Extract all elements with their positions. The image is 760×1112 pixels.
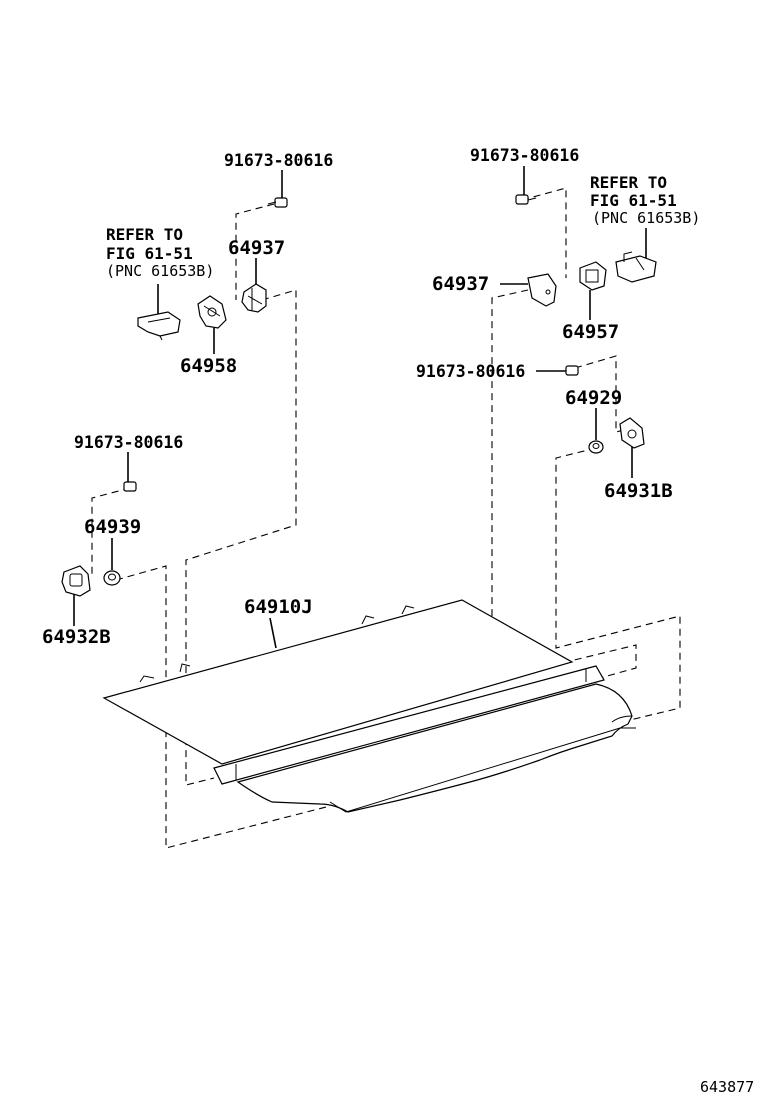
bracket-64937-left — [241, 283, 267, 313]
label-bolt-left: 91673-80616 — [74, 433, 183, 452]
label-64939: 64939 — [84, 516, 141, 538]
label-refer-left-1: REFER TO — [106, 225, 183, 244]
label-refer-left-3: (PNC 61653B) — [106, 262, 214, 280]
label-refer-left-2: FIG 61-51 — [106, 244, 193, 263]
label-bolt-mid-right: 91673-80616 — [416, 362, 525, 381]
label-64937-left: 64937 — [228, 237, 285, 259]
label-64958: 64958 — [180, 355, 237, 377]
label-64931b: 64931B — [604, 480, 673, 502]
label-64957: 64957 — [562, 321, 619, 343]
bolt-top-left — [267, 197, 288, 208]
label-64937-right: 64937 — [432, 273, 489, 295]
label-refer-right-2: FIG 61-51 — [590, 191, 677, 210]
leader-lines — [73, 166, 647, 649]
bezel-64957 — [579, 261, 607, 291]
stopper-64939 — [103, 570, 121, 586]
guide-64958 — [197, 295, 227, 329]
bolt-top-right — [515, 194, 537, 205]
diagram-id: 643877 — [700, 1078, 754, 1096]
bracket-ref-left — [137, 311, 181, 341]
holder-64931b — [619, 417, 645, 449]
label-64929: 64929 — [565, 387, 622, 409]
label-refer-right-1: REFER TO — [590, 173, 667, 192]
tonneau-cover-64910j — [102, 599, 636, 813]
label-bolt-top-left: 91673-80616 — [224, 151, 333, 170]
bracket-ref-right — [615, 251, 657, 283]
label-64932b: 64932B — [42, 626, 111, 648]
label-bolt-top-right: 91673-80616 — [470, 146, 579, 165]
bolt-mid-right — [565, 365, 579, 376]
label-refer-right-3: (PNC 61653B) — [592, 209, 700, 227]
bracket-64937-right — [527, 273, 557, 307]
holder-64932b — [61, 565, 91, 597]
bolt-left — [123, 481, 137, 492]
stopper-64929 — [588, 440, 604, 454]
label-64910j: 64910J — [244, 596, 313, 618]
